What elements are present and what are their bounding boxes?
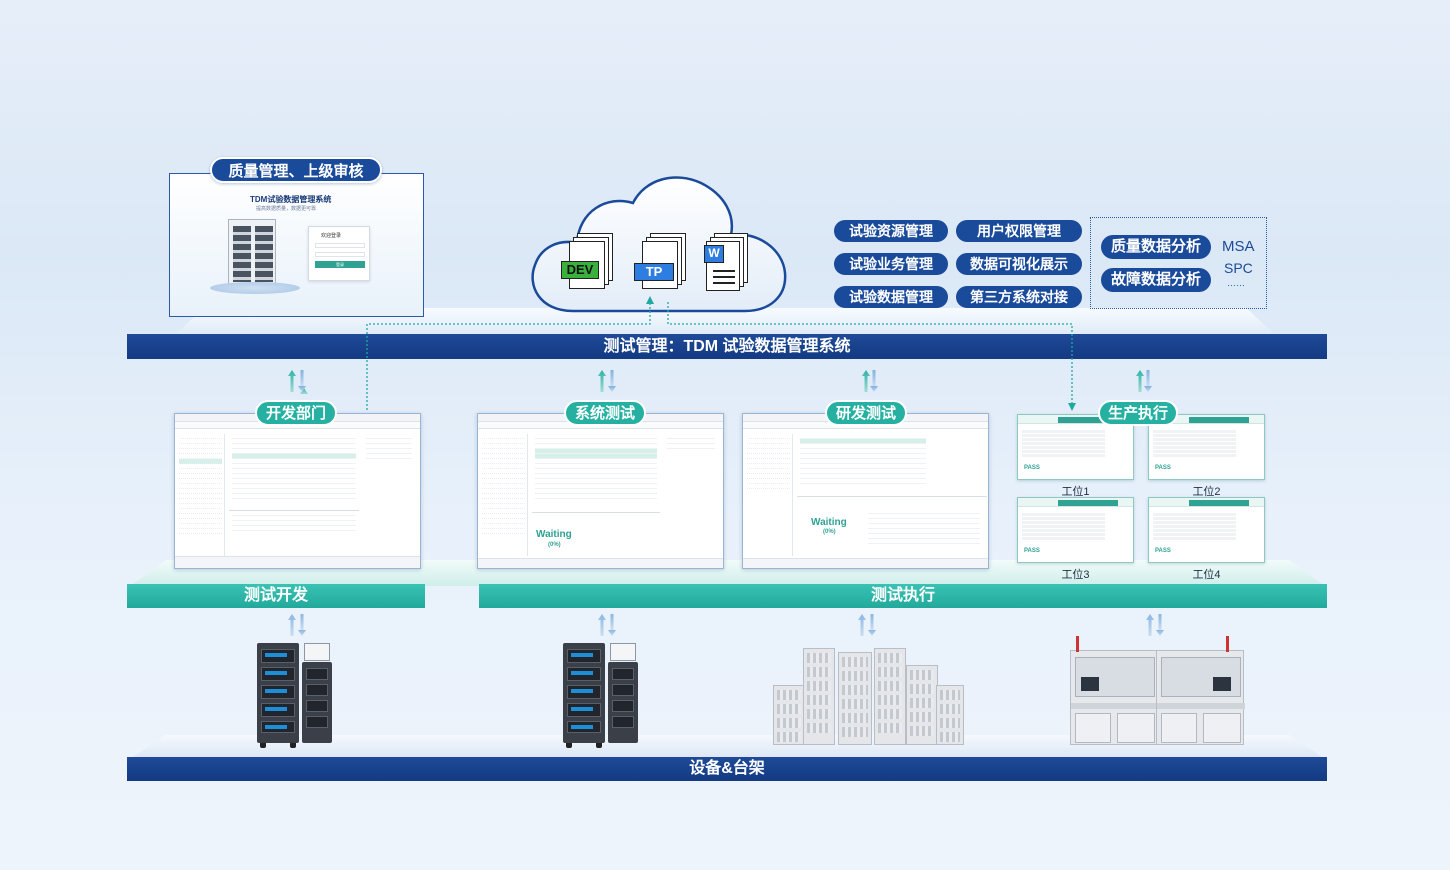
login-button[interactable]: 登录 bbox=[315, 261, 365, 268]
rd-test-tag: 研发测试 bbox=[825, 400, 907, 426]
msa-label: MSA bbox=[1222, 238, 1255, 255]
waiting-text: Waiting bbox=[536, 529, 572, 540]
ellipsis-label: …… bbox=[1227, 278, 1245, 288]
dev-document-icon: DEV bbox=[561, 233, 617, 293]
signal-light-left bbox=[1076, 636, 1079, 652]
feature-third-party: 第三方系统对接 bbox=[956, 286, 1082, 308]
power-cabinet-2 bbox=[803, 648, 835, 745]
login-window-title: TDM试验数据管理系统 bbox=[250, 195, 332, 204]
power-cabinet-3 bbox=[838, 652, 872, 745]
signal-light-right bbox=[1226, 636, 1229, 652]
test-execution-bar: 测试执行 bbox=[479, 584, 1327, 608]
login-welcome: 欢迎登录 bbox=[321, 233, 342, 239]
test-rack-1b bbox=[302, 643, 332, 743]
power-cabinet-6 bbox=[936, 685, 964, 745]
station-4-label: 工位4 bbox=[1192, 569, 1221, 581]
waiting-text-2: Waiting bbox=[811, 517, 847, 528]
test-rack-2a bbox=[563, 643, 605, 748]
power-cabinet-5 bbox=[906, 665, 938, 745]
station-1-pass: PASS bbox=[1024, 465, 1040, 471]
feature-business-mgmt: 试验业务管理 bbox=[834, 253, 948, 275]
machine-base bbox=[210, 282, 300, 294]
dev-dept-tag: 开发部门 bbox=[255, 400, 337, 426]
test-rack-2b bbox=[608, 643, 638, 743]
dev-dept-window bbox=[174, 413, 421, 569]
spc-label: SPC bbox=[1224, 260, 1253, 276]
test-bench-right bbox=[1156, 650, 1245, 745]
word-document-icon: W bbox=[702, 233, 752, 293]
station-4-window: PASS bbox=[1148, 497, 1265, 563]
station-3-window: PASS bbox=[1017, 497, 1134, 563]
production-tag: 生产执行 bbox=[1098, 400, 1178, 426]
tp-doc-label: TP bbox=[634, 263, 674, 281]
word-doc-label: W bbox=[704, 245, 724, 263]
equipment-bar: 设备&台架 bbox=[127, 757, 1327, 781]
quality-management-tag: 质量管理、上级审核 bbox=[210, 157, 382, 183]
system-test-tag: 系统测试 bbox=[564, 400, 646, 426]
test-rack-1a bbox=[257, 643, 299, 748]
test-development-bar: 测试开发 bbox=[127, 584, 425, 608]
rd-test-window: Waiting (0%) bbox=[742, 413, 989, 569]
station-3-pass: PASS bbox=[1024, 548, 1040, 554]
fault-analysis-pill: 故障数据分析 bbox=[1101, 268, 1211, 292]
station-3-label: 工位3 bbox=[1061, 569, 1090, 581]
feature-data-mgmt: 试验数据管理 bbox=[834, 286, 948, 308]
station-2-pass: PASS bbox=[1155, 465, 1171, 471]
station-1-label: 工位1 bbox=[1061, 486, 1090, 498]
machine-illustration bbox=[228, 219, 276, 287]
quality-analysis-pill: 质量数据分析 bbox=[1101, 235, 1211, 259]
power-cabinet-1 bbox=[773, 685, 805, 745]
tp-document-icon: TP bbox=[634, 233, 690, 293]
station-4-pass: PASS bbox=[1155, 548, 1171, 554]
waiting-percent-2: (0%) bbox=[823, 529, 836, 535]
login-window: TDM试验数据管理系统 提高数据质量，数据更可靠 欢迎登录 登录 bbox=[169, 173, 424, 317]
power-cabinet-4 bbox=[874, 648, 906, 745]
waiting-percent: (0%) bbox=[548, 542, 561, 548]
dev-doc-label: DEV bbox=[561, 261, 599, 279]
feature-user-permission: 用户权限管理 bbox=[956, 220, 1082, 242]
system-test-window: Waiting (0%) bbox=[477, 413, 724, 569]
login-card: 欢迎登录 登录 bbox=[308, 226, 370, 281]
login-window-subtitle: 提高数据质量，数据更可靠 bbox=[256, 206, 317, 212]
station-2-label: 工位2 bbox=[1192, 486, 1221, 498]
feature-resource-mgmt: 试验资源管理 bbox=[834, 220, 948, 242]
feature-visualization: 数据可视化展示 bbox=[956, 253, 1082, 275]
test-bench-left bbox=[1070, 650, 1159, 745]
tdm-system-bar: 测试管理：TDM 试验数据管理系统 bbox=[127, 334, 1327, 359]
analysis-box bbox=[1090, 217, 1267, 309]
